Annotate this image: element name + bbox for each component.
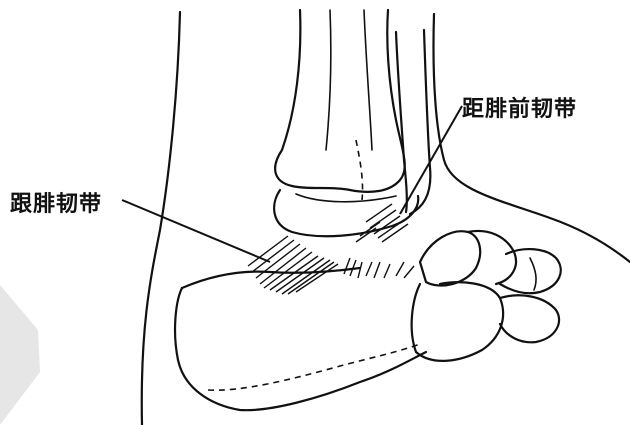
calcaneus-top [182,268,360,288]
cuneiform-bone [468,231,516,284]
leg-outline-front [433,14,630,262]
fibula-bone [396,32,407,212]
leg-outline-back [142,12,180,425]
calcaneofibular-ligament-fibers [248,236,338,294]
talus-bone [274,190,418,236]
tibia-inner-line [326,10,331,150]
metatarsal-bone-2 [500,295,559,342]
fibula-bone-front [410,30,430,214]
talus-dome-line [296,194,396,202]
calcaneus-dashed-contour [208,344,420,390]
cfl-leader-line [122,200,270,262]
navicular-bone [420,231,480,285]
anterior-talofibular-ligament-fibers [356,204,408,242]
calcaneus-bone [175,288,426,410]
cuboid-bone [412,282,503,361]
tibia-inner-line-2 [364,10,372,150]
metatarsal-shaft-line [530,258,536,290]
background-shadow [0,285,40,425]
atfl-leader-line [400,106,462,214]
tibia-bone [275,10,405,192]
anterior-talofibular-ligament-label: 距腓前韧带 [462,91,577,123]
calcaneofibular-ligament-label: 跟腓韧带 [10,186,102,218]
metatarsal-bone-1 [500,249,561,293]
